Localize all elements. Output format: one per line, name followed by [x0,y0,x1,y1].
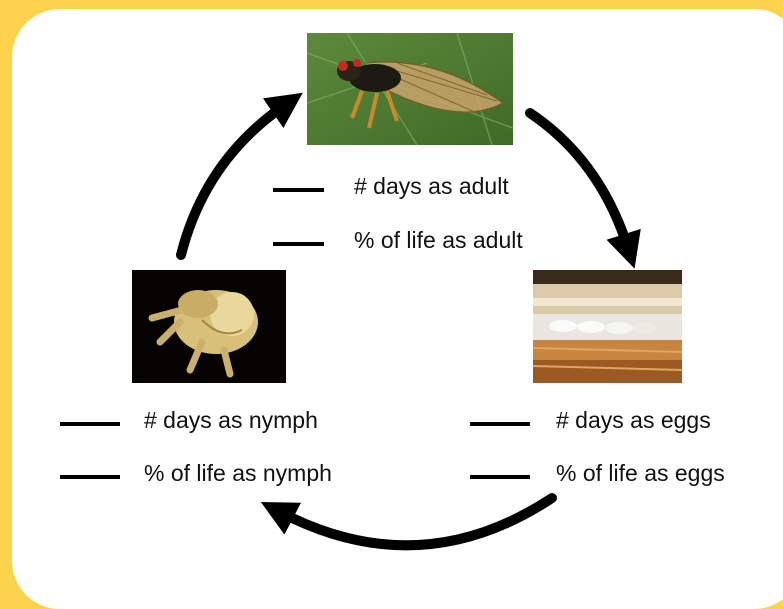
eggs-percent-label: % of life as eggs [556,458,725,488]
cicada-nymph-photo [132,270,286,383]
cicada-eggs-photo [533,270,682,383]
adult-days-blank [273,188,324,192]
adult-percent-label: % of life as adult [354,225,523,255]
adult-to-eggs-arrow [530,113,628,248]
nymph-percent-label: % of life as nymph [144,458,332,488]
nymph-days-blank [60,422,120,426]
eggs-days-blank [470,422,530,426]
eggs-to-nymph-arrow [280,498,552,545]
eggs-percent-blank [470,475,530,479]
nymph-percent-blank [60,475,120,479]
nymph-to-adult-arrow [181,105,285,255]
adult-days-label: # days as adult [354,171,509,201]
eggs-days-label: # days as eggs [556,405,711,435]
nymph-days-label: # days as nymph [144,405,318,435]
cicada-adult-photo [307,33,513,145]
adult-percent-blank [273,242,324,246]
